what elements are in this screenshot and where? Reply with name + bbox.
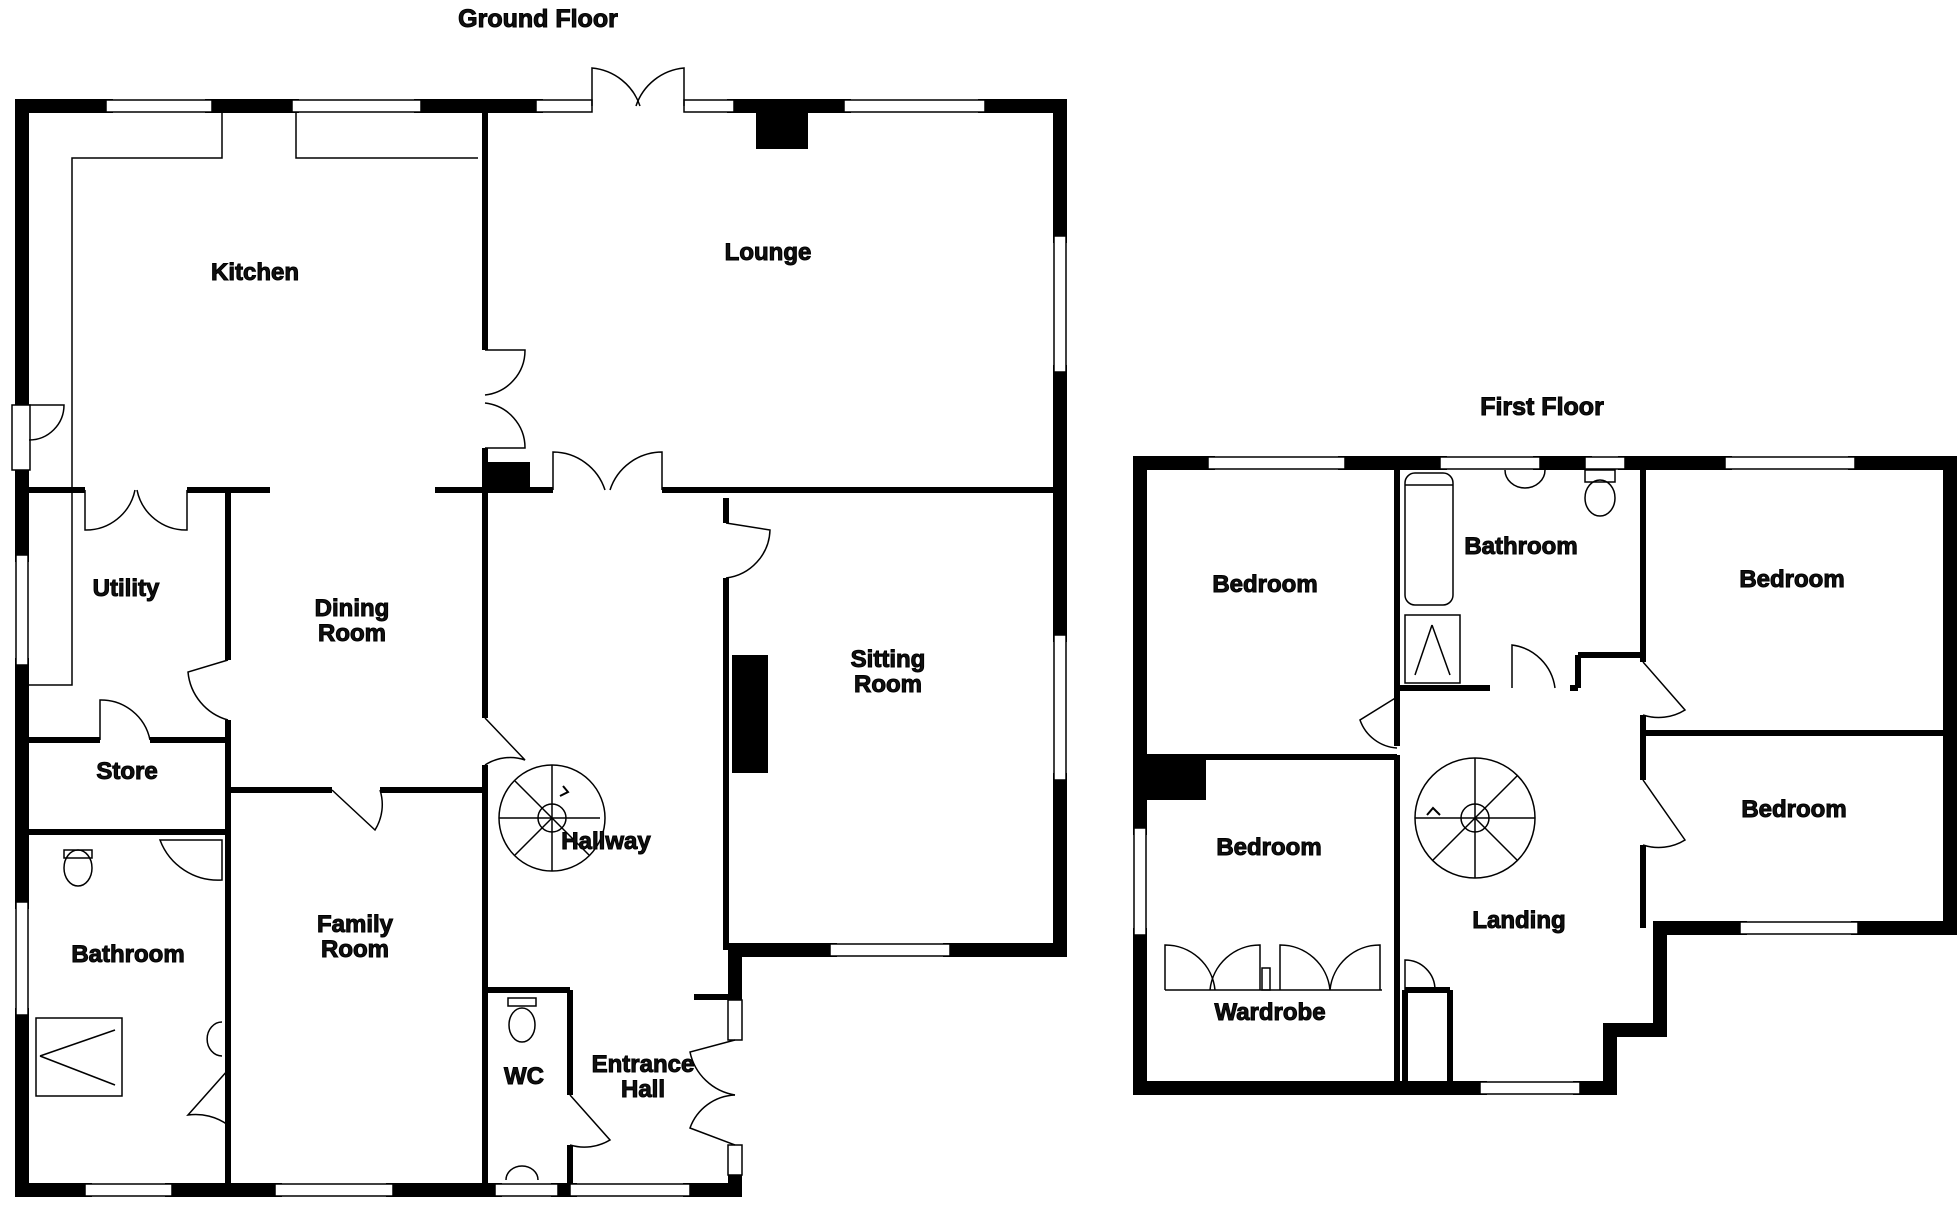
kitchen-counter-right xyxy=(295,113,478,159)
wardrobe-doors xyxy=(1164,944,1382,991)
landing-label: Landing xyxy=(1472,907,1565,934)
kitchen-label: Kitchen xyxy=(211,259,299,286)
first-bathroom-fixtures xyxy=(1404,469,1616,684)
store-label: Store xyxy=(96,758,157,785)
first-floor-plan: First Floor Bedroom Bathroom Bedroom Bed… xyxy=(1133,393,1957,1095)
first-floor-title: First Floor xyxy=(1480,393,1604,421)
first-floor-doors xyxy=(1359,644,1687,991)
ground-bathroom-fixtures xyxy=(35,839,223,1097)
wc-sink-icon xyxy=(505,1165,539,1181)
dining-room-label-2: Room xyxy=(318,620,386,647)
corner-bath-icon xyxy=(158,839,223,881)
dining-room-label-1: Dining xyxy=(315,595,390,622)
utility-counter xyxy=(29,490,73,686)
bath-icon xyxy=(1404,472,1454,606)
bedroom-chimney xyxy=(1146,760,1206,800)
wc-label: WC xyxy=(504,1063,544,1090)
first-floor-windows xyxy=(1133,456,1859,1095)
bedroom-sw-label: Bedroom xyxy=(1216,834,1321,861)
first-floor-outer-walls xyxy=(1133,456,1957,1095)
sitting-room-label-2: Room xyxy=(854,671,922,698)
ground-floor-title: Ground Floor xyxy=(458,5,618,33)
ground-floor-windows xyxy=(15,99,1067,1197)
entrance-hall-label-1: Entrance xyxy=(592,1051,695,1078)
sitting-chimney xyxy=(732,655,768,773)
first-floor-inner-walls xyxy=(1147,470,1943,1082)
bedroom-ne-label: Bedroom xyxy=(1739,566,1844,593)
sitting-room-label-1: Sitting xyxy=(851,646,926,673)
bedroom-e-label: Bedroom xyxy=(1741,796,1846,823)
utility-label: Utility xyxy=(93,575,160,602)
entrance-hall-label-2: Hall xyxy=(621,1076,665,1103)
basin-icon xyxy=(1504,469,1546,489)
ground-floor-plan: Ground Floor Kitchen Lounge Utility Dini… xyxy=(11,5,1067,1197)
bedroom-nw-label: Bedroom xyxy=(1212,571,1317,598)
family-room-label-1: Family xyxy=(317,911,394,938)
kitchen-side-door xyxy=(11,404,31,471)
first-toilet-icon xyxy=(1584,479,1616,517)
first-spiral-stairs xyxy=(1414,757,1536,879)
ground-spiral-stairs xyxy=(498,764,606,872)
wc-toilet-icon xyxy=(508,1007,536,1043)
ground-floor-outer-walls xyxy=(15,99,1067,1197)
lounge-label: Lounge xyxy=(725,239,812,266)
shower-icon xyxy=(1404,614,1461,684)
dining-chimney xyxy=(484,462,530,492)
toilet-icon xyxy=(63,849,93,887)
wc-fixtures xyxy=(505,997,539,1181)
hallway-label: Hallway xyxy=(561,828,651,855)
sink-icon xyxy=(206,1021,223,1057)
family-room-label-2: Room xyxy=(321,936,389,963)
ground-bathroom-label: Bathroom xyxy=(71,941,184,968)
ground-floor-doors xyxy=(28,67,771,1148)
wardrobe-label: Wardrobe xyxy=(1214,999,1325,1026)
lounge-chimney xyxy=(756,113,808,149)
first-bathroom-label: Bathroom xyxy=(1464,533,1577,560)
kitchen-counter xyxy=(71,113,223,490)
shower-tray-icon xyxy=(35,1017,123,1097)
